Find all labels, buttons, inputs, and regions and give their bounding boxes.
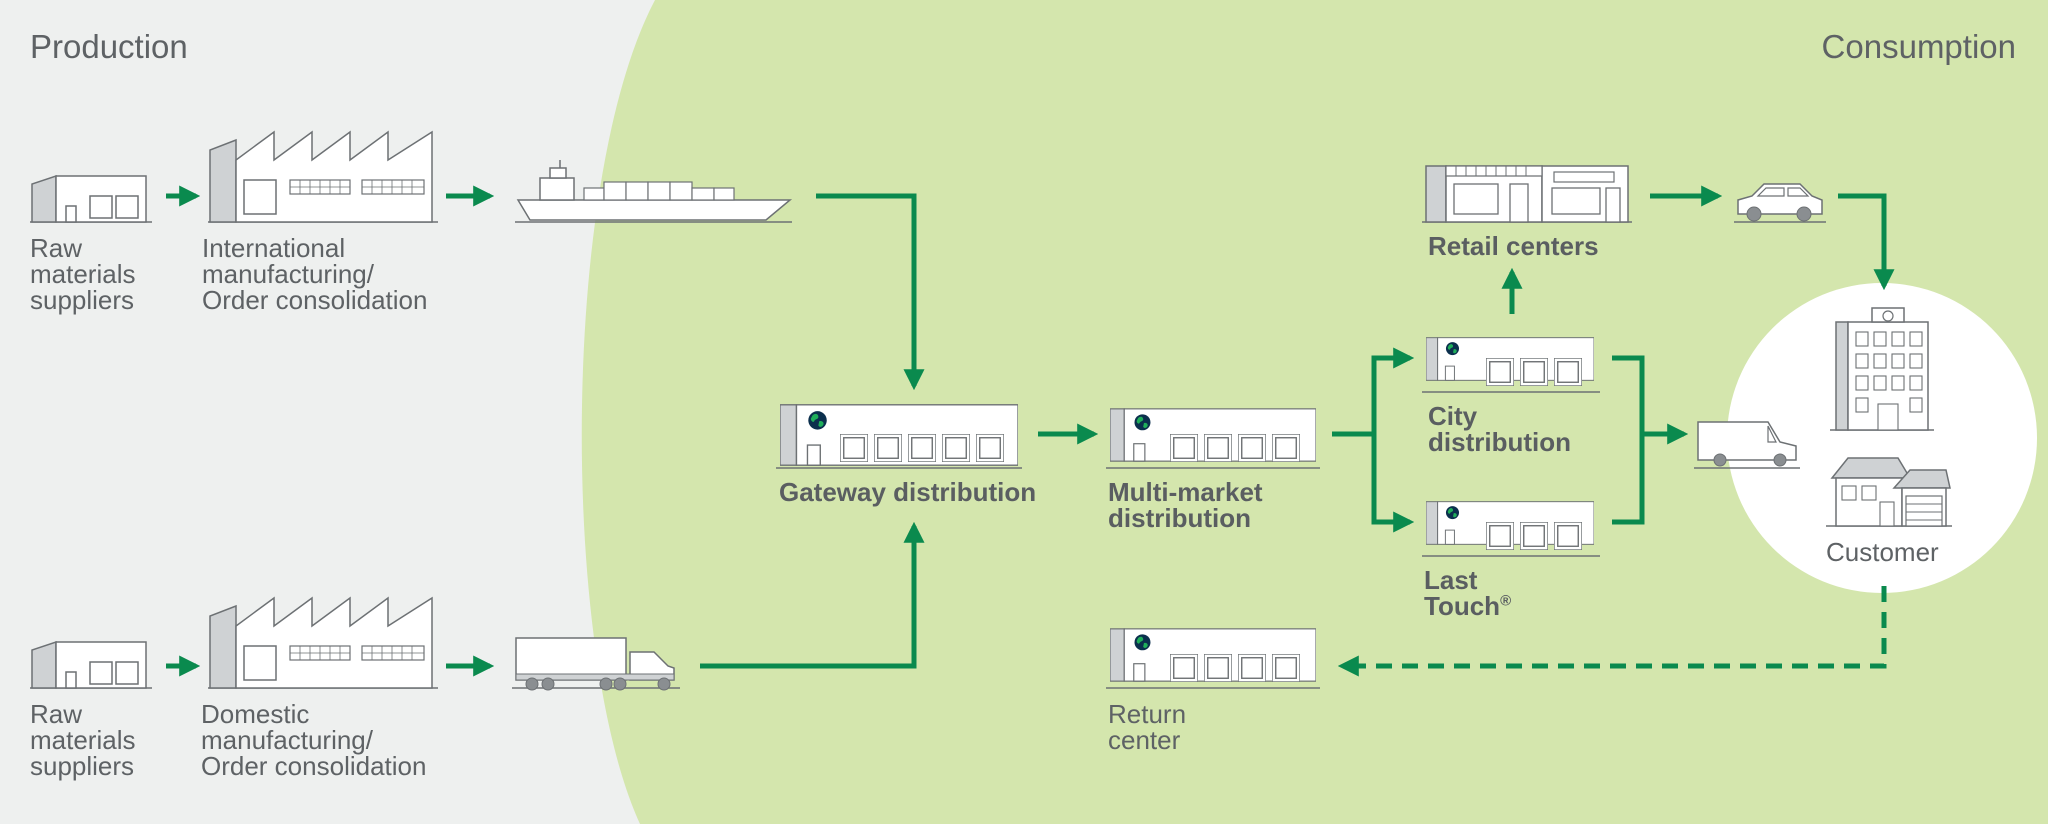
arrow-return-dashed <box>1337 586 1887 677</box>
domestic-manufacturing-label: Domestic manufacturing/ Order consolidat… <box>201 699 427 781</box>
return-center-label: Return center <box>1108 699 1187 755</box>
delivery-van <box>1694 421 1800 469</box>
city-dc <box>1422 338 1600 393</box>
apartment-building <box>1830 307 1934 431</box>
city-distribution-label: City distribution <box>1428 401 1571 457</box>
consumption-heading: Consumption <box>1821 28 2016 65</box>
cargo-ship <box>515 160 793 223</box>
house <box>1826 457 1952 527</box>
intl-manufacturing-label: International manufacturing/ Order conso… <box>202 233 428 315</box>
gateway-label: Gateway distribution <box>779 477 1037 507</box>
retail-centers-label: Retail centers <box>1428 231 1599 261</box>
return-center-dc <box>1106 629 1320 689</box>
multi-market-label: Multi-market distribution <box>1108 477 1263 533</box>
intl-factory <box>208 130 438 223</box>
raw-materials-label-top: Raw materials suppliers <box>30 233 136 315</box>
last-touch-text: Last Touch <box>1424 565 1501 621</box>
arrow-truck-to-gateway <box>700 521 925 669</box>
gateway-dc <box>776 405 1022 469</box>
multi-market-dc <box>1106 409 1320 469</box>
production-heading: Production <box>30 28 188 65</box>
arrow-city-to-van <box>1612 355 1689 445</box>
customer-circle <box>1727 283 2037 593</box>
raw-materials-building-bottom <box>30 640 152 689</box>
retail-storefronts <box>1422 165 1632 223</box>
arrow-lasttouch-to-van <box>1612 434 1645 525</box>
registered-mark: ® <box>1500 592 1512 610</box>
arrow-to-city <box>1371 347 1415 434</box>
domestic-factory <box>208 596 438 689</box>
last-touch-label: Last Touch® <box>1424 567 1511 619</box>
raw-materials-label-bottom: Raw materials suppliers <box>30 699 136 781</box>
arrow-car-to-customer <box>1838 193 1895 291</box>
raw-materials-building-top <box>30 174 152 223</box>
arrow-to-last-touch <box>1371 434 1415 533</box>
truck <box>512 637 680 691</box>
customer-label: Customer <box>1826 537 1939 567</box>
car <box>1734 183 1826 223</box>
arrow-ship-to-gateway <box>816 193 925 391</box>
last-touch-dc <box>1422 502 1600 557</box>
